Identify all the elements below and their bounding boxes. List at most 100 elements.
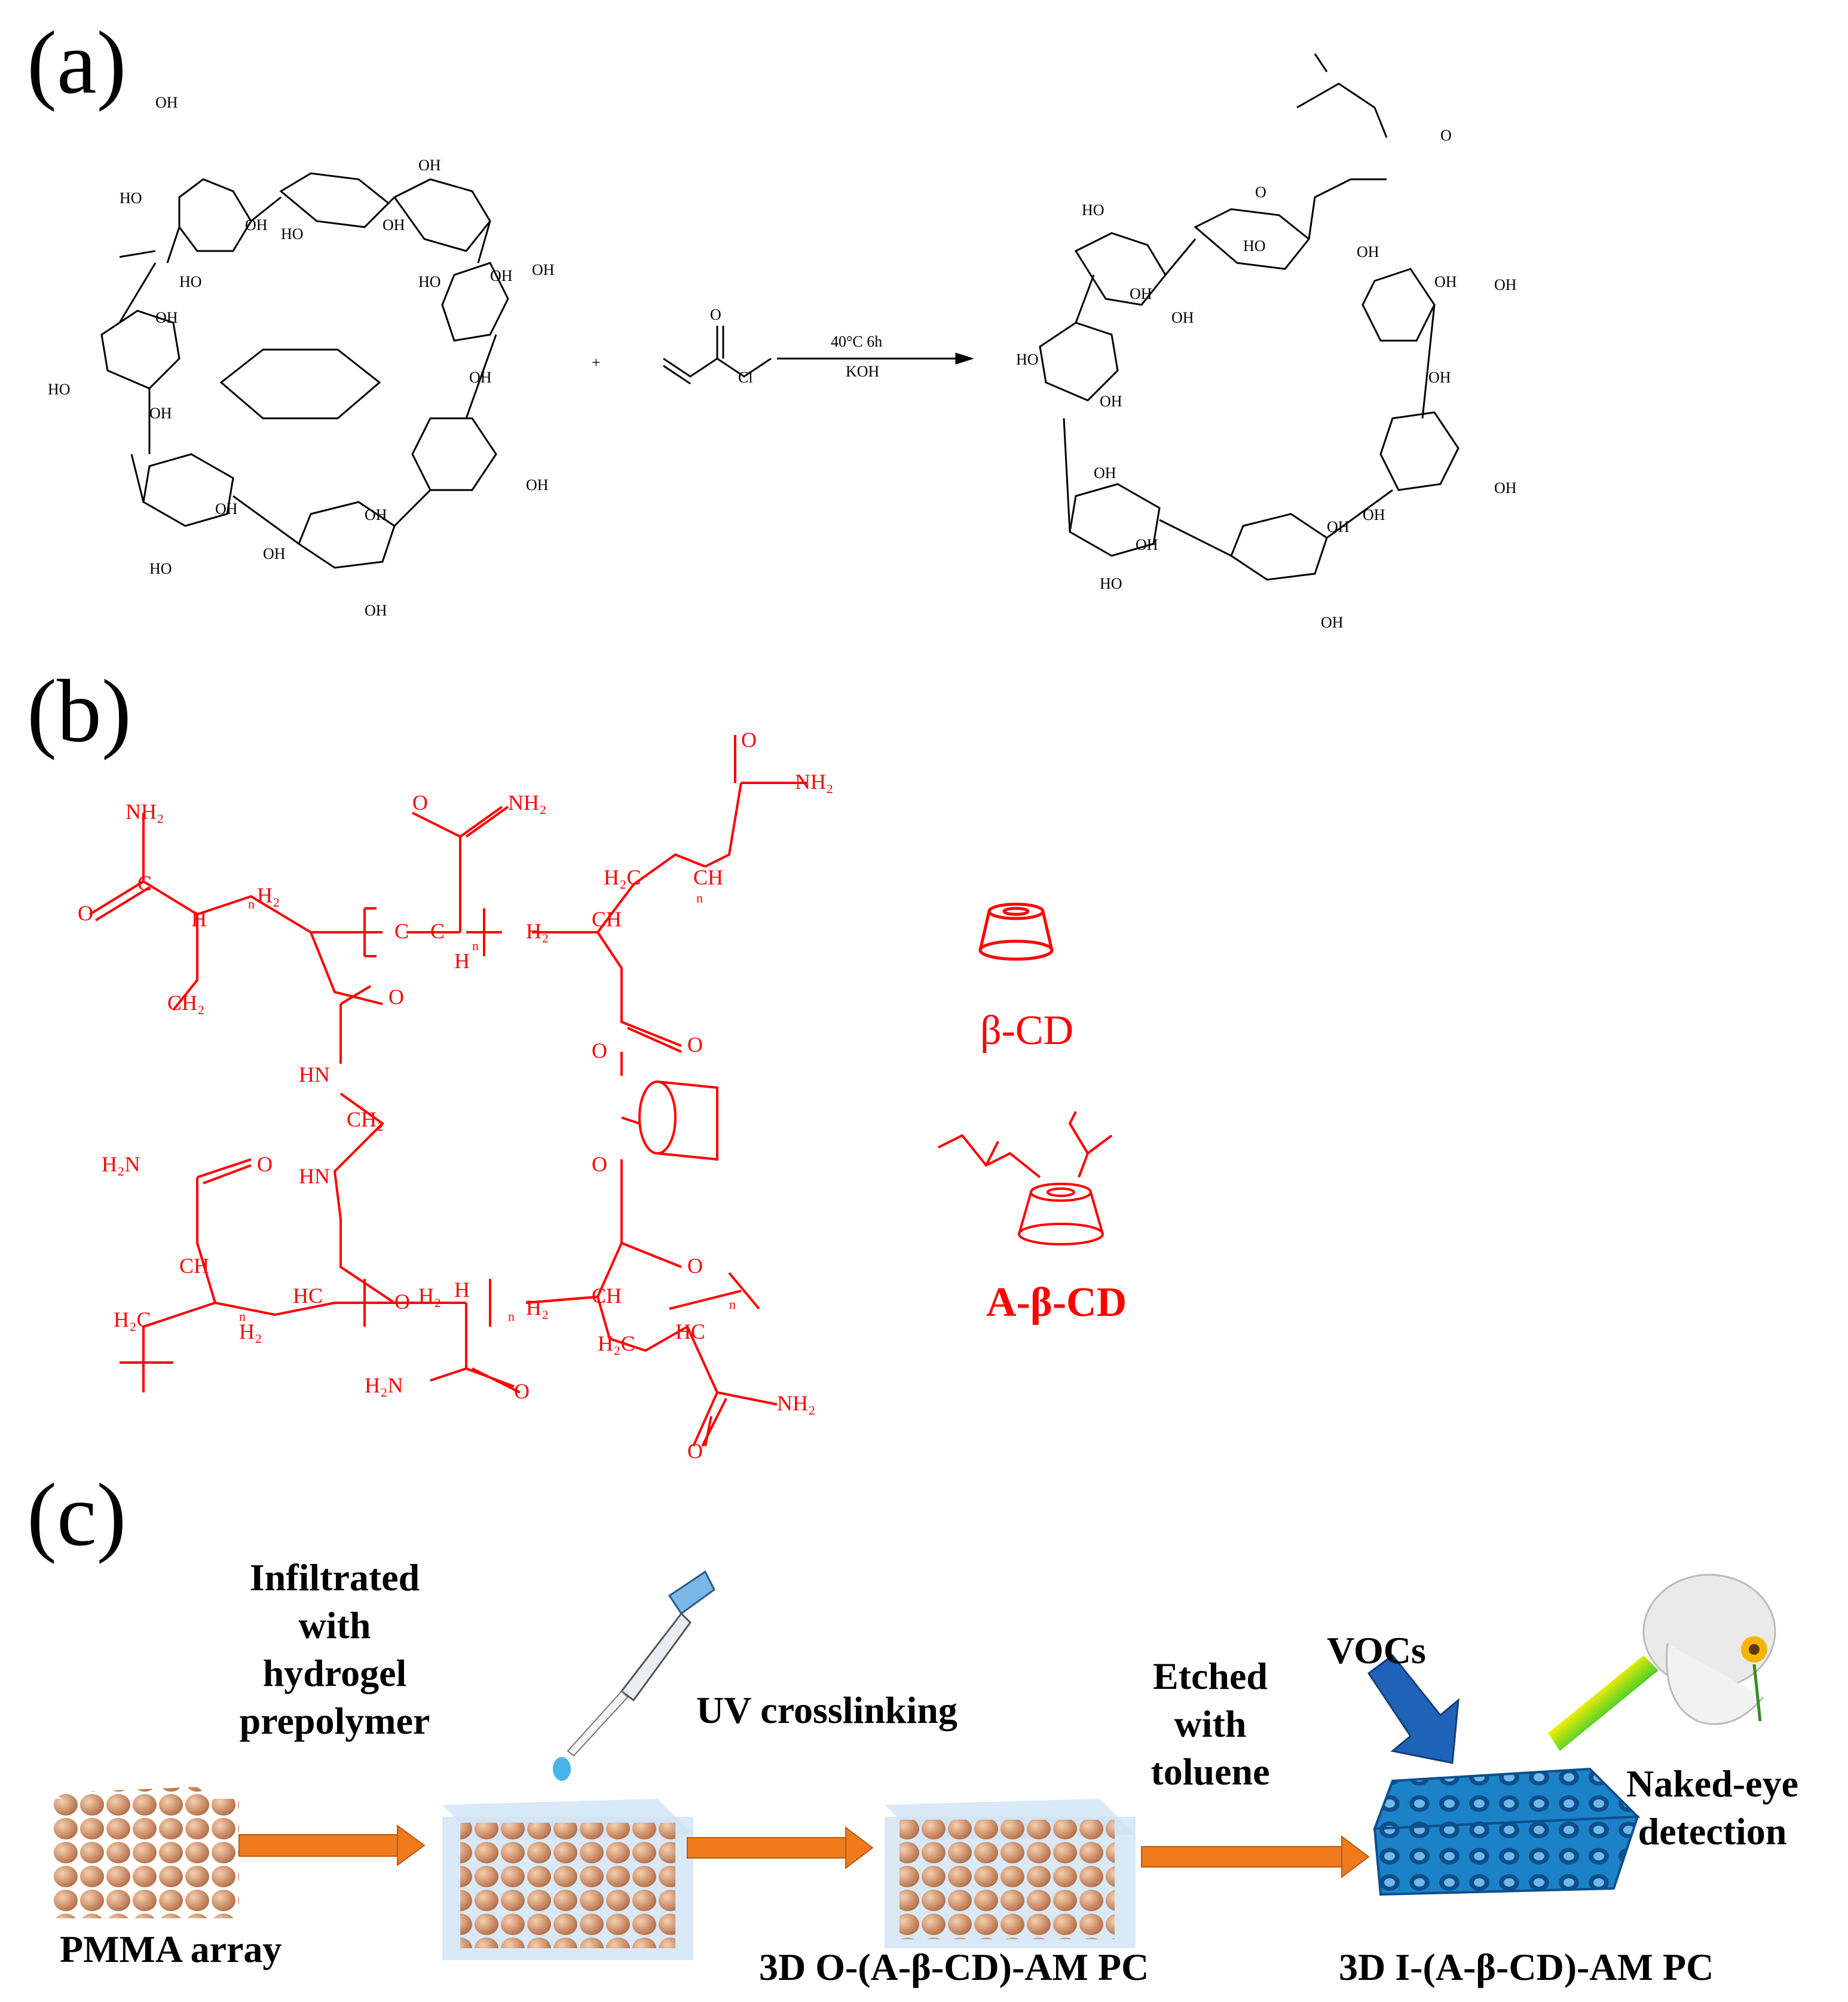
svg-text:HO: HO [281, 225, 304, 243]
svg-text:OH: OH [1363, 506, 1385, 524]
inverse-opal-image [1373, 1767, 1641, 1896]
svg-text:CH: CH [592, 907, 622, 931]
svg-text:O: O [78, 901, 93, 925]
svg-text:HO: HO [48, 381, 71, 398]
svg-text:H₂: H₂ [418, 1284, 442, 1308]
svg-text:n: n [729, 1297, 736, 1312]
svg-text:O: O [687, 1254, 703, 1278]
svg-text:CH: CH [693, 865, 723, 889]
svg-text:OH: OH [263, 545, 286, 562]
step3-label: Etched with toluene [1151, 1655, 1270, 1793]
svg-text:H₂N: H₂N [365, 1373, 403, 1397]
legend-acryloyl-beta-cd: A-β-CD [986, 1279, 1127, 1326]
svg-text:C: C [137, 871, 152, 895]
svg-text:C: C [430, 919, 445, 943]
svg-text:HO: HO [1243, 237, 1266, 255]
svg-text:H₂: H₂ [239, 1320, 262, 1343]
svg-text:OH: OH [1136, 536, 1158, 553]
svg-text:NH₂: NH₂ [795, 770, 834, 794]
pmma-array-caption: PMMA array [60, 1928, 282, 1970]
beta-cd-structure-left [100, 172, 509, 569]
svg-text:HN: HN [299, 1164, 330, 1188]
svg-text:OH: OH [490, 267, 513, 284]
svg-text:O: O [592, 1152, 607, 1176]
step2-label: UV crosslinking [696, 1689, 957, 1731]
svg-text:OH: OH [383, 216, 405, 234]
svg-text:H: H [454, 1278, 470, 1302]
svg-text:OH: OH [1130, 285, 1152, 302]
detection-label: Naked-eye detection [1626, 1762, 1798, 1853]
svg-text:O: O [592, 1039, 607, 1063]
svg-text:OH: OH [1434, 273, 1457, 290]
svg-text:O: O [710, 306, 721, 323]
svg-text:OH: OH [1100, 393, 1122, 410]
svg-text:HC: HC [293, 1284, 323, 1308]
svg-text:O: O [257, 1152, 273, 1176]
pmma-array-image [54, 1787, 239, 1918]
svg-text:H₂: H₂ [526, 1296, 549, 1320]
svg-text:Cl: Cl [738, 369, 753, 386]
svg-text:H: H [191, 907, 207, 931]
panel-label-a: (a) [27, 13, 127, 112]
acryloyl-beta-cd-structure [1039, 53, 1460, 581]
svg-text:HO: HO [149, 560, 172, 577]
svg-text:OH: OH [1321, 614, 1344, 631]
svg-text:NH₂: NH₂ [126, 800, 164, 824]
svg-text:OH: OH [1171, 309, 1194, 326]
svg-text:OH: OH [532, 261, 555, 278]
svg-text:CH: CH [592, 1284, 622, 1308]
svg-text:OH: OH [215, 500, 238, 518]
svg-text:HO: HO [179, 273, 202, 290]
svg-text:OH: OH [418, 157, 441, 174]
legend-beta-cd: β-CD [980, 1008, 1074, 1054]
svg-text:OH: OH [365, 602, 387, 619]
svg-text:OH: OH [1094, 464, 1116, 482]
svg-text:OH: OH [155, 309, 178, 326]
svg-text:OH: OH [1494, 276, 1517, 293]
arrow-step2 [687, 1826, 874, 1870]
svg-text:n: n [472, 938, 479, 953]
svg-text:OH: OH [469, 369, 492, 386]
svg-text:CH: CH [179, 1254, 209, 1278]
plus-sign: + [592, 354, 601, 371]
rainbow-beam-icon [1548, 1655, 1659, 1751]
svg-text:O: O [741, 728, 757, 752]
svg-text:H: H [454, 949, 470, 973]
infiltrated-array-image [442, 1799, 693, 1960]
svg-text:H₂: H₂ [526, 919, 549, 943]
arrow-step1 [238, 1825, 426, 1866]
oh-label: OH [155, 94, 178, 111]
svg-text:O: O [1440, 127, 1452, 144]
svg-text:n: n [696, 890, 703, 905]
svg-text:n: n [248, 896, 255, 911]
svg-text:HO: HO [1016, 351, 1039, 368]
step1-label: Infiltrated with hydrogel prepolymer [239, 1556, 430, 1742]
voc-arrow-icon [1367, 1654, 1460, 1764]
svg-text:O: O [1255, 183, 1266, 201]
vocs-label: VOCs [1327, 1629, 1426, 1672]
svg-text:OH: OH [1428, 369, 1451, 386]
svg-text:O: O [388, 985, 404, 1009]
beta-cd-icon [978, 902, 1054, 961]
svg-text:NH₂: NH₂ [508, 791, 547, 815]
opal-caption: 3D O-(A-β-CD)-AM PC [759, 1946, 1149, 1988]
svg-text:n: n [239, 1309, 246, 1324]
svg-text:KOH: KOH [846, 363, 880, 380]
svg-text:OH: OH [526, 476, 549, 494]
svg-text:HO: HO [1100, 575, 1122, 592]
svg-text:O: O [412, 791, 428, 815]
svg-text:H₂C: H₂C [598, 1331, 635, 1355]
panel-c-scheme [54, 1570, 1776, 1960]
pipette-icon [553, 1570, 715, 1781]
statue-head-icon [1642, 1574, 1776, 1725]
svg-text:O: O [514, 1379, 530, 1403]
svg-text:HO: HO [418, 273, 441, 290]
svg-text:40°C 6h: 40°C 6h [831, 333, 882, 350]
svg-text:H₂C: H₂C [604, 865, 641, 889]
svg-text:O: O [687, 1439, 703, 1463]
hydrogel-network-structure [88, 735, 807, 1447]
svg-text:H₂: H₂ [257, 883, 280, 907]
svg-text:O: O [687, 1033, 703, 1057]
